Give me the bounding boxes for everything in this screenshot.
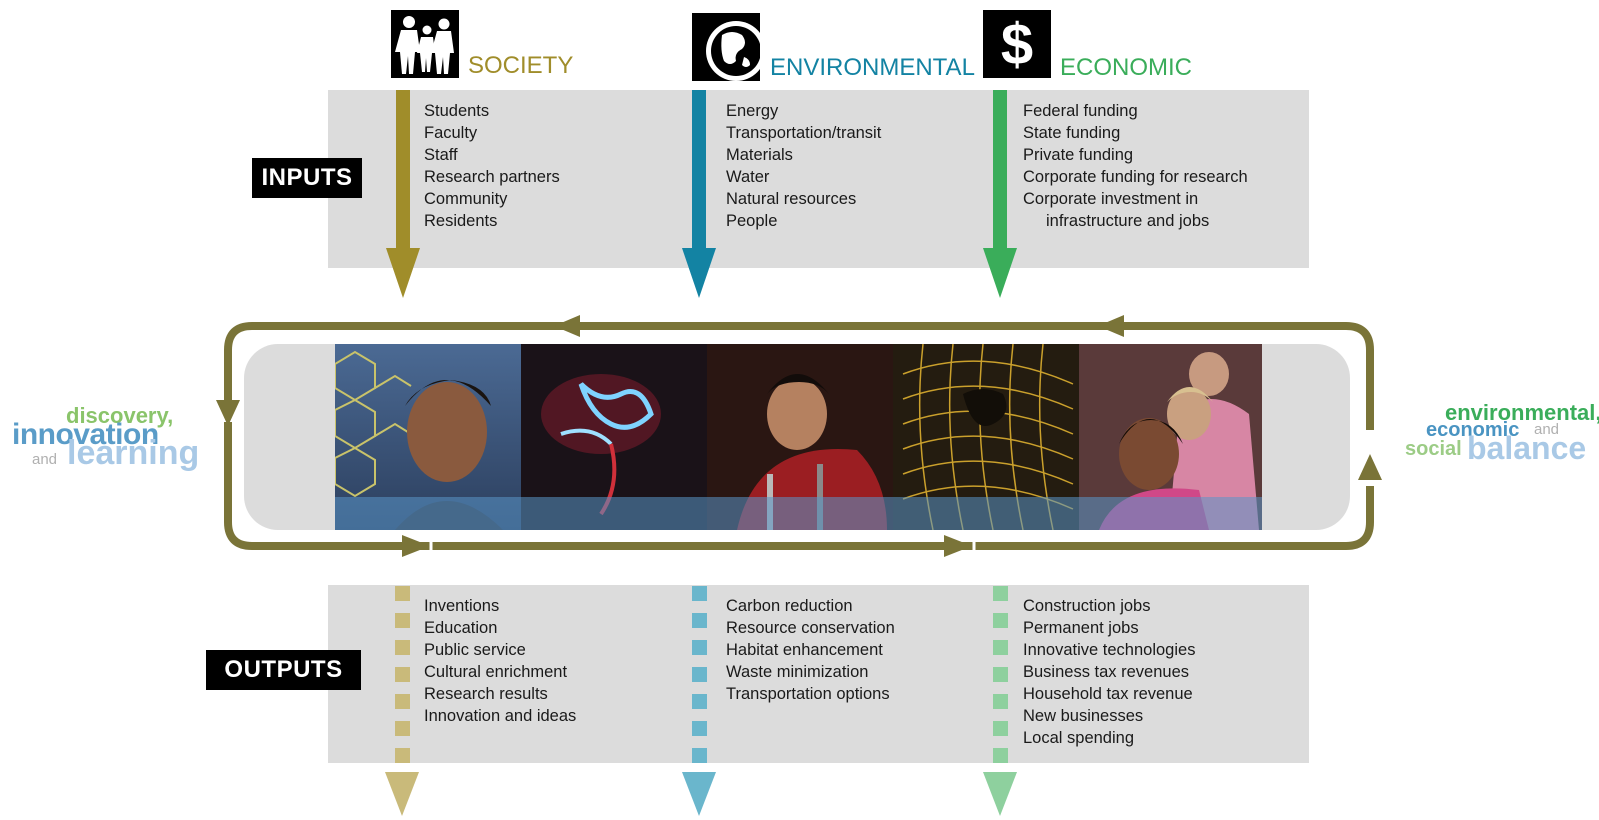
list-item: Materials <box>726 146 793 164</box>
list-item: Local spending <box>1023 729 1135 747</box>
family-icon <box>391 10 459 78</box>
dash-square <box>692 667 707 682</box>
dash-square <box>395 694 410 709</box>
inputs-society-list: Students Faculty Staff Research partners… <box>424 100 560 232</box>
outputs-society-list: Inventions Education Public service Cult… <box>424 595 576 727</box>
list-item: Faculty <box>424 124 478 142</box>
photo-strip-overlay <box>335 497 1262 530</box>
list-item: Innovative technologies <box>1023 641 1196 659</box>
list-item: Transportation/transit <box>726 124 882 142</box>
list-item: Transportation options <box>726 685 890 703</box>
list-item: New businesses <box>1023 707 1144 725</box>
list-item: Resource conservation <box>726 619 895 637</box>
list-item: infrastructure and jobs <box>1046 212 1210 230</box>
dash-square <box>993 694 1008 709</box>
dash-square <box>692 640 707 655</box>
list-item: Innovation and ideas <box>424 707 577 725</box>
dash-square <box>993 748 1008 763</box>
dash-square <box>692 613 707 628</box>
right-word-social: social <box>1405 438 1462 460</box>
dash-square <box>993 613 1008 628</box>
list-item: Business tax revenues <box>1023 663 1190 681</box>
outputs-economic-list: Construction jobs Permanent jobs Innovat… <box>1023 595 1195 749</box>
left-word-discovery: discovery, <box>66 403 174 428</box>
list-item: Staff <box>424 146 458 164</box>
right-word-and: and <box>1534 421 1560 438</box>
environmental-output-arrowhead <box>682 772 716 816</box>
inputs-economic-list: Federal funding State funding Private fu… <box>1023 100 1248 232</box>
right-word-environmental: environmental, <box>1445 400 1599 425</box>
list-item: Corporate investment in <box>1023 190 1199 208</box>
list-item: Private funding <box>1023 146 1134 164</box>
right-word-economic: economic <box>1426 419 1520 441</box>
svg-text:$: $ <box>1001 12 1033 77</box>
list-item: Carbon reduction <box>726 597 853 615</box>
list-item: People <box>726 212 778 230</box>
dash-square <box>993 667 1008 682</box>
right-word-balance: balance <box>1467 430 1587 466</box>
inputs-environmental-list: Energy Transportation/transit Materials … <box>726 100 881 232</box>
pillar-title-economic: ECONOMIC <box>1060 54 1192 81</box>
list-item: Federal funding <box>1023 102 1138 120</box>
list-item: Construction jobs <box>1023 597 1151 615</box>
list-item: Students <box>424 102 490 120</box>
economic-input-arrow <box>983 90 1017 305</box>
dash-square <box>692 748 707 763</box>
environmental-input-arrow <box>682 90 716 305</box>
list-item: Natural resources <box>726 190 857 208</box>
list-item: Education <box>424 619 498 637</box>
list-item: Research results <box>424 685 548 703</box>
dash-square <box>993 640 1008 655</box>
list-item: Inventions <box>424 597 500 615</box>
inputs-label: INPUTS <box>252 158 362 198</box>
pillar-title-society: SOCIETY <box>468 52 574 79</box>
dash-square <box>395 613 410 628</box>
list-item: Household tax revenue <box>1023 685 1193 703</box>
society-output-arrowhead <box>385 772 419 816</box>
list-item: Cultural enrichment <box>424 663 568 681</box>
list-item: Research partners <box>424 168 560 186</box>
left-word-and: and <box>32 451 58 468</box>
dash-square <box>692 694 707 709</box>
dash-square <box>692 721 707 736</box>
dollar-icon: $ <box>983 10 1051 78</box>
inputs-panel <box>328 90 1309 268</box>
outputs-environmental-list: Carbon reduction Resource conservation H… <box>726 595 895 705</box>
pillar-title-environmental: ENVIRONMENTAL <box>770 54 975 81</box>
list-item: Energy <box>726 102 779 120</box>
left-word-learning: learning <box>67 434 200 472</box>
dash-square <box>993 586 1008 601</box>
dash-square <box>395 667 410 682</box>
economic-output-arrowhead <box>983 772 1017 816</box>
outputs-label: OUTPUTS <box>206 650 361 690</box>
photo-students-group <box>1079 344 1262 530</box>
left-word-innovation: innovation <box>12 418 159 451</box>
list-item: Waste minimization <box>726 663 869 681</box>
globe-icon <box>692 13 766 81</box>
list-item: Permanent jobs <box>1023 619 1139 637</box>
outputs-panel <box>328 585 1309 763</box>
list-item: Public service <box>424 641 526 659</box>
list-item: Community <box>424 190 508 208</box>
list-item: Residents <box>424 212 498 230</box>
dash-square <box>692 586 707 601</box>
dash-square <box>395 748 410 763</box>
list-item: Habitat enhancement <box>726 641 883 659</box>
dash-square <box>993 721 1008 736</box>
society-input-arrow <box>386 90 420 305</box>
dash-square <box>395 721 410 736</box>
list-item: Water <box>726 168 770 186</box>
list-item: Corporate funding for research <box>1023 168 1248 186</box>
dash-square <box>395 586 410 601</box>
dash-square <box>395 640 410 655</box>
list-item: State funding <box>1023 124 1121 142</box>
